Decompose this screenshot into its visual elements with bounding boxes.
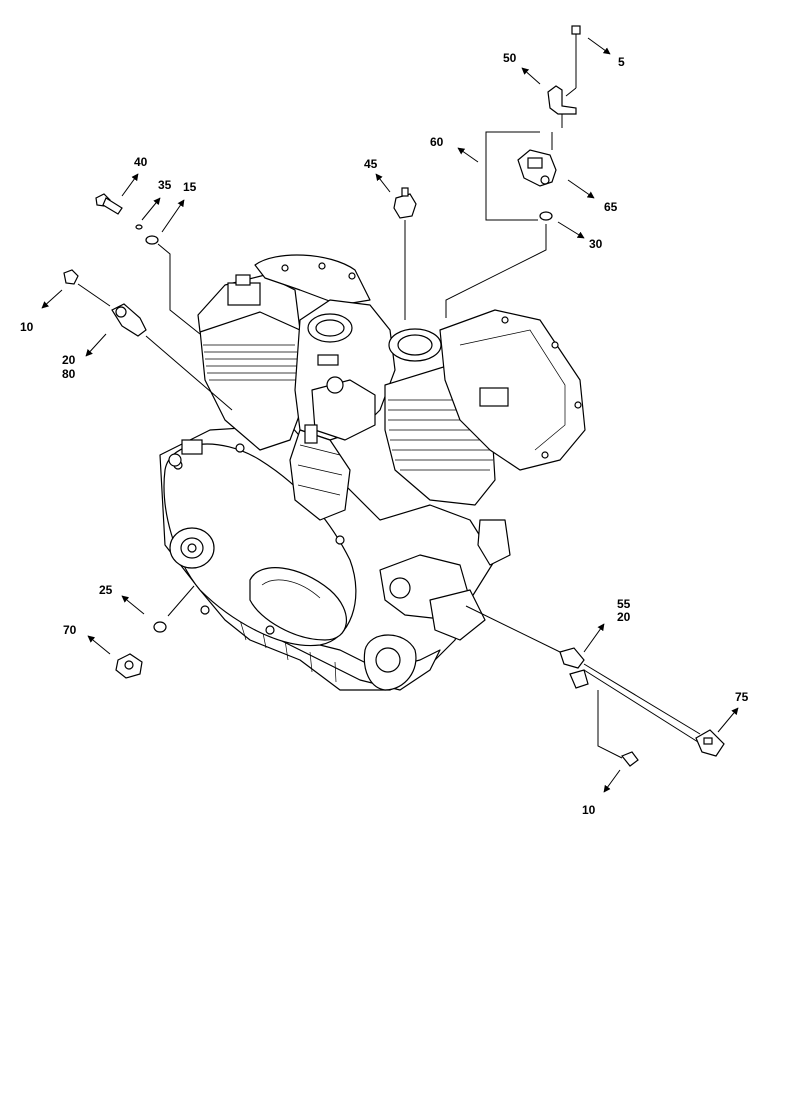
cable-sensor-part-55 — [465, 605, 701, 743]
callout-labels: 5 50 60 65 30 45 40 35 15 10 20 80 25 70… — [20, 51, 749, 817]
bolt-part-10-right — [597, 690, 639, 767]
callout-10-left: 10 — [20, 320, 34, 334]
callout-55: 55 — [617, 597, 631, 611]
callout-35: 35 — [158, 178, 172, 192]
o-ring-part-30 — [539, 211, 553, 221]
leader-bracket-60 — [485, 131, 540, 221]
sensor-part-20-80 — [111, 303, 233, 411]
washer-part-35 — [135, 224, 143, 230]
bracket-part-50 — [547, 42, 577, 128]
callout-60: 60 — [430, 135, 444, 149]
bolt-part-5 — [571, 25, 581, 42]
callout-arrows — [41, 37, 739, 793]
callout-40: 40 — [134, 155, 148, 169]
banjo-bolt-part-40 — [95, 193, 123, 215]
connector-part-75 — [695, 729, 725, 757]
callout-15: 15 — [183, 180, 197, 194]
callout-80: 80 — [62, 367, 76, 381]
callout-20-right: 20 — [617, 610, 631, 624]
callout-50: 50 — [503, 51, 517, 65]
callout-10-right: 10 — [582, 803, 596, 817]
callout-45: 45 — [364, 157, 378, 171]
sender-part-45 — [393, 187, 417, 320]
callout-75: 75 — [735, 690, 749, 704]
switch-part-70 — [115, 653, 143, 679]
engine-assembly — [159, 254, 586, 691]
callout-30: 30 — [589, 237, 603, 251]
callout-5: 5 — [618, 55, 625, 69]
callout-25: 25 — [99, 583, 113, 597]
callout-20-left: 20 — [62, 353, 76, 367]
o-ring-part-25 — [153, 621, 167, 633]
sensor-part-65 — [517, 132, 557, 187]
o-ring-part-15 — [145, 235, 159, 245]
bolt-part-10-left — [63, 269, 111, 307]
callout-70: 70 — [63, 623, 77, 637]
callout-65: 65 — [604, 200, 618, 214]
